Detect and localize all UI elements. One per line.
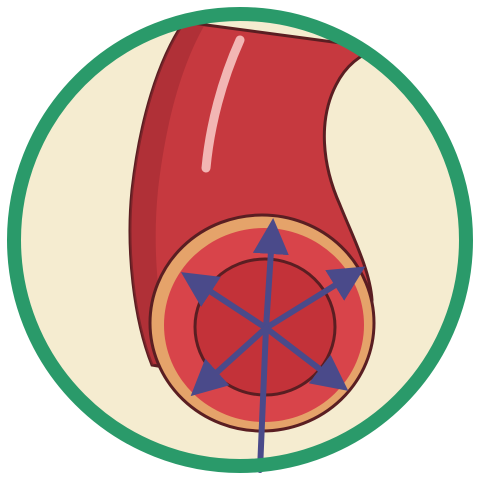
illustration-canvas <box>0 0 479 479</box>
blood-pressure-icon <box>0 0 479 479</box>
